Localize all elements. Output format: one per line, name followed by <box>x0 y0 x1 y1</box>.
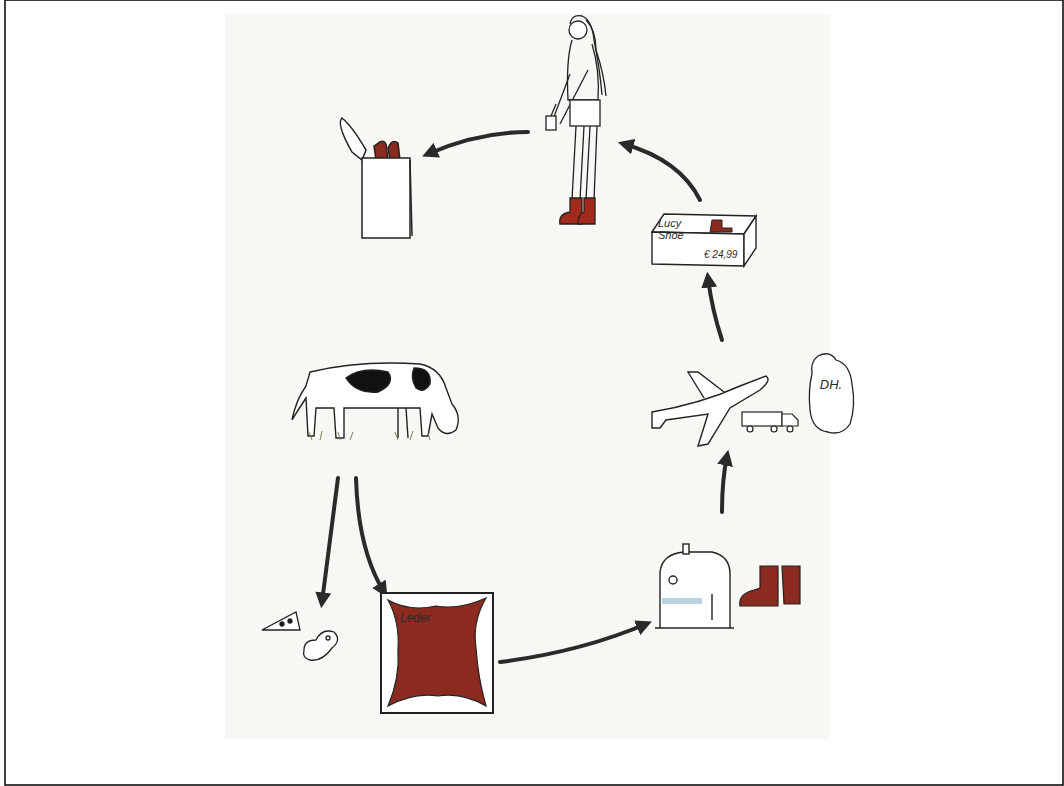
leather-hide <box>388 598 486 706</box>
shoe-box: Lucy Shoe € 24,99 <box>648 210 758 270</box>
country-outline <box>809 354 853 433</box>
box-side <box>744 216 756 266</box>
delivery-truck <box>742 412 798 432</box>
trash-bin <box>340 118 412 238</box>
node-label: € 24,99 <box>704 250 754 261</box>
outer-frame <box>5 0 1063 785</box>
flow-arrow <box>322 132 727 662</box>
cow-illustration <box>292 363 458 440</box>
node-outline <box>380 592 494 714</box>
food-products <box>262 612 338 660</box>
leather-frame <box>381 593 493 713</box>
paper-sheet <box>225 14 830 739</box>
node-label: DH. <box>810 378 852 392</box>
leather-box: Leder <box>380 592 494 714</box>
node-label: Leder <box>400 612 460 625</box>
airplane <box>652 372 768 446</box>
node-outline <box>806 350 856 436</box>
leather-boots <box>740 566 800 606</box>
girl-figure <box>546 16 606 224</box>
node-label: Lucy Shoe <box>658 218 698 241</box>
boot-icon <box>710 220 732 232</box>
country-blob: DH. <box>806 350 856 436</box>
sewing-machine <box>655 544 734 628</box>
